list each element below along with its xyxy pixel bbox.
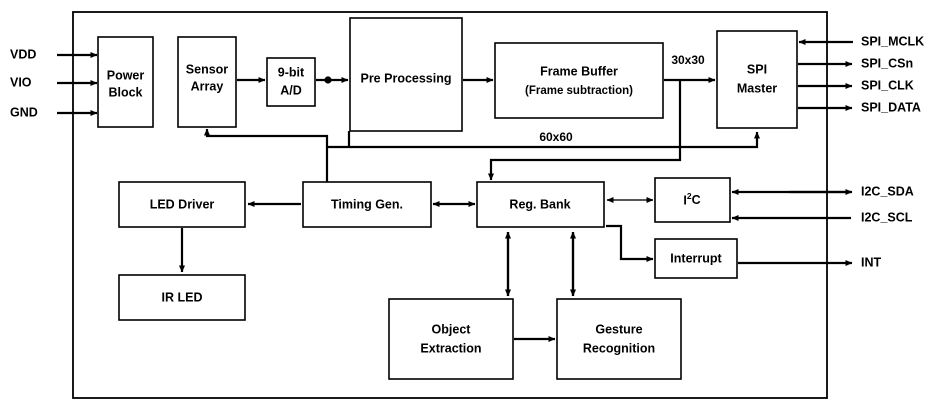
block-label: LED Driver xyxy=(150,197,215,211)
block-i2c: I2C xyxy=(654,177,731,223)
block-reg-bank: Reg. Bank xyxy=(476,181,605,228)
block-ir-led: IR LED xyxy=(118,274,246,321)
block-label: Block xyxy=(108,85,142,99)
block-power-block: Power Block xyxy=(97,36,154,128)
block-label: Extraction xyxy=(420,341,481,355)
block-label: Pre Processing xyxy=(360,71,451,85)
pin-group-i2c: I2C_SDA I2C_SCL xyxy=(731,184,914,224)
block-pre-processing: Pre Processing xyxy=(349,17,463,132)
block-label: Frame Buffer xyxy=(540,64,618,78)
block-label: A/D xyxy=(280,83,302,97)
block-label: IR LED xyxy=(162,290,203,304)
block-spi-master: SPI Master xyxy=(716,30,798,129)
block-label: Object xyxy=(432,322,472,336)
block-led-driver: LED Driver xyxy=(118,181,246,228)
block-label: SPI xyxy=(747,62,767,76)
bus-label-60x60: 60x60 xyxy=(539,130,573,144)
wire-60x60-to-spi xyxy=(327,131,761,149)
block-label: Power xyxy=(107,68,145,82)
block-sensor-array: Sensor Array xyxy=(177,36,237,128)
pin-label-spi-clk: SPI_CLK xyxy=(861,78,914,92)
wire-regbank-to-interrupt xyxy=(606,224,654,263)
block-label: Sensor xyxy=(186,62,229,76)
block-label: Recognition xyxy=(583,341,655,355)
block-object-extraction: Object Extraction xyxy=(388,298,514,380)
block-frame-buffer: Frame Buffer (Frame subtraction) xyxy=(494,42,664,119)
block-label: (Frame subtraction) xyxy=(525,85,633,97)
block-label: Interrupt xyxy=(670,251,722,265)
block-label: 9-bit xyxy=(278,65,305,79)
pin-label-spi-mclk: SPI_MCLK xyxy=(861,34,924,48)
pin-label-i2c-sda: I2C_SDA xyxy=(861,184,914,198)
block-9bit-adc: 9-bit A/D xyxy=(266,57,316,107)
pin-label-gnd: GND xyxy=(10,105,38,119)
chip-outline xyxy=(72,11,828,399)
pin-label-vio: VIO xyxy=(10,75,32,89)
block-label: Timing Gen. xyxy=(331,197,403,211)
block-label: I2C xyxy=(683,191,700,207)
pin-group-left: VDD VIO GND xyxy=(10,47,98,119)
pin-group-spi: SPI_MCLK SPI_CSn SPI_CLK SPI_DATA xyxy=(798,34,924,114)
block-label: Array xyxy=(191,79,224,93)
block-label: Master xyxy=(737,81,777,95)
block-interrupt: Interrupt xyxy=(654,238,738,279)
pin-label-i2c-scl: I2C_SCL xyxy=(861,210,913,224)
pin-label-spi-data: SPI_DATA xyxy=(861,100,921,114)
wire-timinggen-to-sensor xyxy=(203,128,329,182)
bus-label-30x30: 30x30 xyxy=(671,53,705,67)
block-timing-gen: Timing Gen. xyxy=(302,181,432,228)
block-gesture-recognition: Gesture Recognition xyxy=(556,298,682,380)
pin-label-vdd: VDD xyxy=(10,47,36,61)
block-label: Reg. Bank xyxy=(509,197,570,211)
block-label: Gesture xyxy=(595,322,642,336)
pin-label-int: INT xyxy=(861,255,882,269)
junction-dot-adc-out xyxy=(324,76,332,84)
wire-30x30-branch-down xyxy=(487,80,682,181)
pin-label-spi-csn: SPI_CSn xyxy=(861,56,913,70)
